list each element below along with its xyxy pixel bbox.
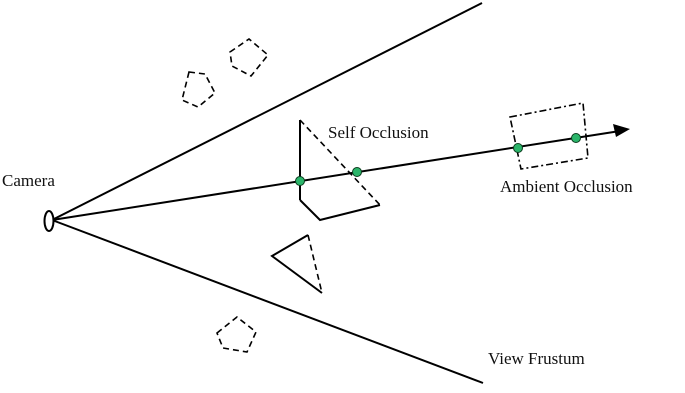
camera-ray: [51, 130, 621, 221]
camera-label: Camera: [2, 171, 55, 190]
self-occlusion-bottom-edge: [299, 199, 381, 222]
ambient-occlusion-label: Ambient Occlusion: [500, 177, 633, 196]
intersection-dot-1: [295, 176, 305, 186]
object-outside-2: [181, 71, 217, 108]
intersection-dot-4: [571, 133, 581, 143]
ray-arrowhead: [613, 124, 630, 137]
self-occlusion-label: Self Occlusion: [328, 123, 429, 142]
intersection-dot-3: [513, 143, 523, 153]
frustum-lower-edge: [51, 219, 484, 384]
object-outside-1: [229, 37, 270, 78]
object-outside-3: [216, 315, 257, 353]
triangle-object-visible: [270, 234, 323, 294]
camera-icon: [43, 210, 55, 232]
intersection-dot-2: [352, 167, 362, 177]
frustum-upper-edge: [51, 2, 483, 221]
view-frustum-label: View Frustum: [488, 349, 585, 368]
